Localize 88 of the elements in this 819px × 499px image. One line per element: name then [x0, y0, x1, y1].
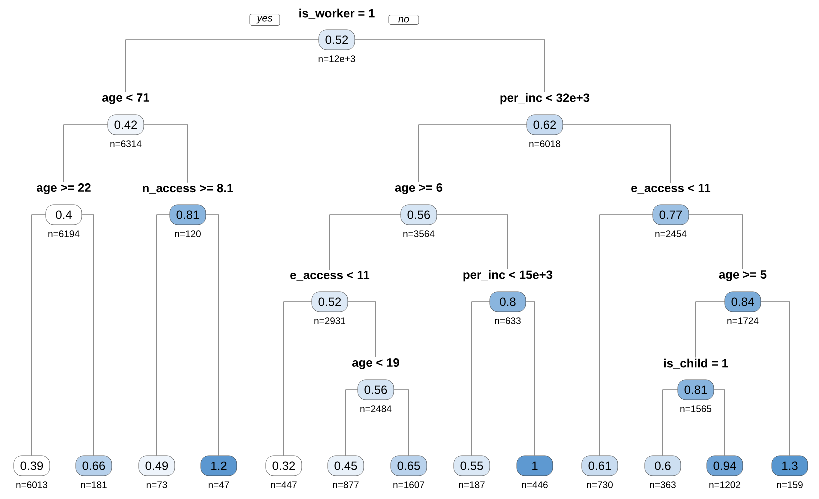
split-label: age >= 5	[719, 270, 767, 282]
tree-branch	[760, 302, 790, 456]
value-box: 0.56	[358, 380, 394, 400]
value-box: 0.94	[706, 456, 744, 476]
value-box: 0.81	[678, 380, 714, 400]
sample-count: n=633	[495, 318, 521, 324]
sample-count: n=73	[146, 482, 168, 488]
tree-branch	[562, 124, 672, 184]
value-box: 0.8	[490, 292, 526, 312]
split-label: e_access < 11	[290, 271, 370, 281]
sample-count: n=1724	[728, 318, 759, 324]
tree-branch	[472, 302, 490, 456]
value-box: 0.45	[328, 456, 364, 476]
split-label: is_worker = 1	[300, 8, 375, 20]
sample-count: n=2931	[314, 318, 346, 324]
tree-branch	[330, 214, 402, 270]
sample-count: n=6018	[530, 140, 561, 148]
sample-count: n=2484	[360, 406, 392, 412]
value-box: 1.3	[772, 456, 808, 476]
split-label: n_access >= 8.1	[143, 184, 234, 194]
value-box: 0.42	[108, 114, 144, 136]
tree-branch	[32, 214, 46, 456]
sample-count: n=181	[81, 482, 107, 488]
value-box: 0.32	[266, 456, 302, 476]
value-box: 1.2	[200, 456, 238, 476]
value-box: 0.4	[46, 204, 82, 226]
sample-count: n=363	[650, 482, 676, 488]
value-box: 0.56	[400, 204, 438, 226]
tree-branch	[600, 214, 654, 456]
tree-branch	[526, 302, 536, 456]
sample-count: n=3564	[404, 230, 435, 238]
sample-count: n=2454	[656, 230, 687, 238]
sample-count: n=730	[587, 482, 613, 488]
sample-count: n=159	[777, 482, 803, 488]
value-box: 0.62	[526, 114, 564, 136]
value-box: 0.81	[170, 204, 206, 226]
sample-count: n=1202	[710, 482, 741, 488]
split-label: is_child = 1	[664, 358, 728, 370]
tree-branch	[354, 40, 546, 92]
tree-branch	[346, 390, 358, 456]
tree-branch	[394, 390, 410, 456]
tree-branch	[418, 124, 528, 183]
value-box: 0.84	[724, 292, 762, 312]
split-label: age < 71	[102, 94, 150, 104]
sample-count: n=187	[459, 482, 485, 488]
value-box: 0.66	[76, 456, 112, 476]
branch-label: no	[388, 15, 420, 25]
split-label: per_inc < 32e+3	[500, 93, 590, 105]
tree-branch	[662, 390, 678, 456]
tree-branch	[206, 214, 220, 456]
value-box: 0.39	[14, 456, 50, 476]
sample-count: n=446	[522, 482, 548, 488]
value-box: 0.6	[644, 456, 682, 476]
value-box: 0.65	[390, 456, 428, 476]
sample-count: n=1565	[680, 406, 712, 412]
split-label: age < 19	[352, 358, 400, 370]
tree-branch	[714, 390, 726, 456]
tree-branch	[696, 302, 726, 358]
sample-count: n=12e+3	[318, 56, 356, 62]
sample-count: n=47	[208, 482, 230, 488]
value-box: 0.61	[582, 456, 618, 476]
tree-branch	[144, 124, 188, 184]
tree-branch	[64, 124, 108, 183]
tree-branch	[284, 302, 312, 456]
value-box: 1	[516, 456, 554, 476]
value-box: 0.77	[652, 204, 690, 226]
tree-branch	[156, 214, 170, 456]
sample-count: n=120	[175, 230, 201, 238]
tree-branch	[126, 40, 320, 93]
tree-branch	[82, 214, 94, 456]
tree-branch	[436, 214, 508, 270]
value-box: 0.52	[318, 30, 356, 50]
sample-count: n=6013	[16, 482, 48, 488]
split-label: age >= 6	[395, 184, 443, 194]
tree-branch	[688, 214, 744, 270]
sample-count: n=447	[271, 482, 297, 488]
split-label: e_access < 11	[632, 184, 711, 194]
sample-count: n=6194	[48, 230, 80, 238]
split-label: per_inc < 15e+3	[464, 270, 553, 282]
value-box: 0.52	[312, 292, 348, 312]
split-label: age >= 22	[37, 184, 91, 194]
value-box: 0.55	[454, 456, 490, 476]
sample-count: n=877	[333, 482, 359, 488]
sample-count: n=6314	[110, 140, 142, 148]
tree-branch	[348, 302, 376, 358]
sample-count: n=1607	[394, 482, 425, 488]
value-box: 0.49	[138, 456, 176, 476]
branch-label: yes	[250, 14, 280, 26]
